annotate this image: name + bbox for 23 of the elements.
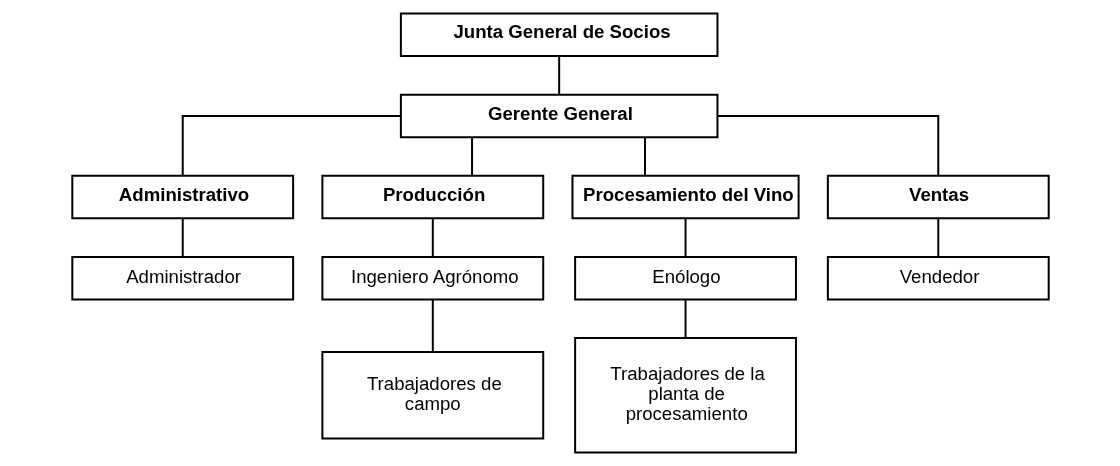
connector [181,217,184,258]
connector [557,55,560,96]
node-box: Procesamiento del Vino [570,174,800,220]
node-box: Vendedor [826,255,1050,301]
connector [684,298,687,339]
connector [181,114,402,177]
node-box: Ventas [826,174,1050,220]
node-box: Administrativo [70,174,294,220]
connector [936,217,939,258]
connector [643,136,646,177]
node-box: Trabajadores de la planta de procesamiento [573,337,797,454]
node-box: Gerente General [399,93,718,139]
node-box: Junta General de Socios [399,12,718,58]
connector [431,217,434,258]
connector [470,136,473,177]
node-box: Trabajadores de campo [320,351,544,440]
node-box: Administrador [70,255,294,301]
connector [684,217,687,258]
node-box: Enólogo [573,255,797,301]
node-box: Producción [320,174,544,220]
connector [431,298,434,353]
node-box: Ingeniero Agrónomo [320,255,544,301]
connector [716,114,939,177]
